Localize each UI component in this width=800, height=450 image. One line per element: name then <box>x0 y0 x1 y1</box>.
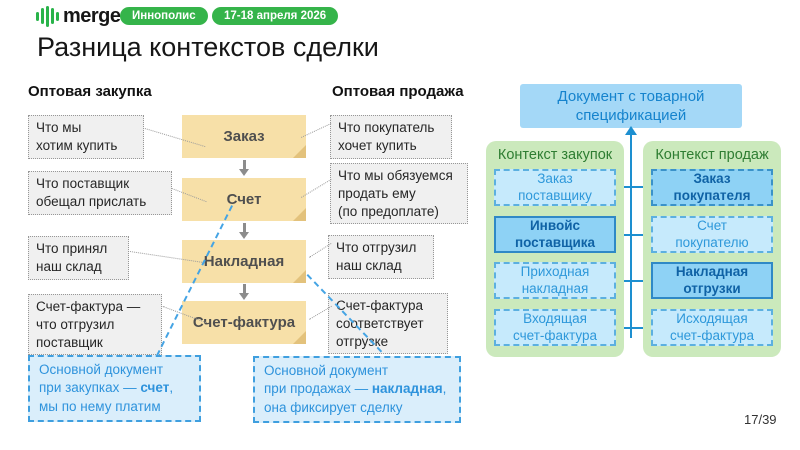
sale-annotation-waybill: Что отгрузил наш склад <box>328 235 434 279</box>
note-tax-invoice: Счет-фактура <box>182 301 306 344</box>
purchase-context-title: Контекст закупок <box>497 147 613 163</box>
purchase-annotation-waybill: Что принял наш склад <box>28 236 129 280</box>
arrow-down-icon <box>239 284 250 300</box>
callout-bold-text: накладная <box>371 381 443 397</box>
purchase-column-header: Оптовая закупка <box>28 83 152 100</box>
ctx-item-incoming-waybill: Приходная накладная <box>494 262 616 299</box>
page-title: Разница контекстов сделки <box>37 32 379 62</box>
note-order: Заказ <box>182 115 306 158</box>
arrow-down-icon <box>239 160 250 176</box>
context-connector-stub <box>615 186 651 188</box>
context-connector-stub <box>615 327 651 329</box>
ctx-item-supplier-order: Заказ поставщику <box>494 169 616 206</box>
context-connector-vertical-line <box>630 134 632 338</box>
callout-text: Основной документ при продажах — <box>264 363 389 397</box>
callout-bold-text: счет <box>140 380 170 396</box>
date-badge: 17-18 апреля 2026 <box>212 7 339 25</box>
merge-logo-text: merge <box>62 4 121 27</box>
sale-context-title: Контекст продаж <box>655 147 769 163</box>
sale-annotation-tax-invoice: Счет-фактура соответствует отгрузке <box>328 293 448 355</box>
arrow-down-icon <box>239 223 250 239</box>
ctx-item-shipping-waybill: Накладная отгрузки <box>651 262 773 299</box>
ctx-item-outgoing-tax-invoice: Исходящая счет-фактура <box>651 309 773 346</box>
note-waybill: Накладная <box>182 240 306 283</box>
callout-text: , мы по нему платим <box>39 380 174 414</box>
sale-annotation-order: Что покупатель хочет купить <box>330 115 452 159</box>
context-connector-stub <box>615 234 651 236</box>
ctx-item-customer-invoice: Счет покупателю <box>651 216 773 253</box>
page-number: 17/39 <box>744 412 777 427</box>
ctx-item-incoming-tax-invoice: Входящая счет-фактура <box>494 309 616 346</box>
context-connector-stub <box>615 280 651 282</box>
callout-text: , она фиксирует сделку <box>264 381 447 415</box>
callout-text: Основной документ при закупках — <box>39 362 164 396</box>
note-invoice: Счет <box>182 178 306 221</box>
sale-key-document-callout: Основной документ при продажах — накладн… <box>253 356 461 424</box>
ctx-item-customer-order: Заказ покупателя <box>651 169 773 206</box>
spec-document-box: Документ с товарной спецификацией <box>520 84 742 128</box>
purchase-annotation-order: Что мы хотим купить <box>28 115 144 159</box>
sale-column-header: Оптовая продажа <box>332 83 464 100</box>
arrow-up-icon <box>625 126 637 135</box>
purchase-annotation-tax-invoice: Счет-фактура — что отгрузил поставщик <box>28 294 162 356</box>
ctx-item-supplier-invoice: Инвойс поставщика <box>494 216 616 253</box>
sale-annotation-invoice: Что мы обязуемся продать ему (по предопл… <box>330 163 468 225</box>
purchase-annotation-invoice: Что поставщик обещал прислать <box>28 171 172 215</box>
purchase-key-document-callout: Основной документ при закупках — счет, м… <box>28 355 201 423</box>
location-badge: Иннополис <box>120 7 208 25</box>
merge-logo-icon <box>36 4 59 28</box>
merge-logo: merge <box>36 4 121 28</box>
